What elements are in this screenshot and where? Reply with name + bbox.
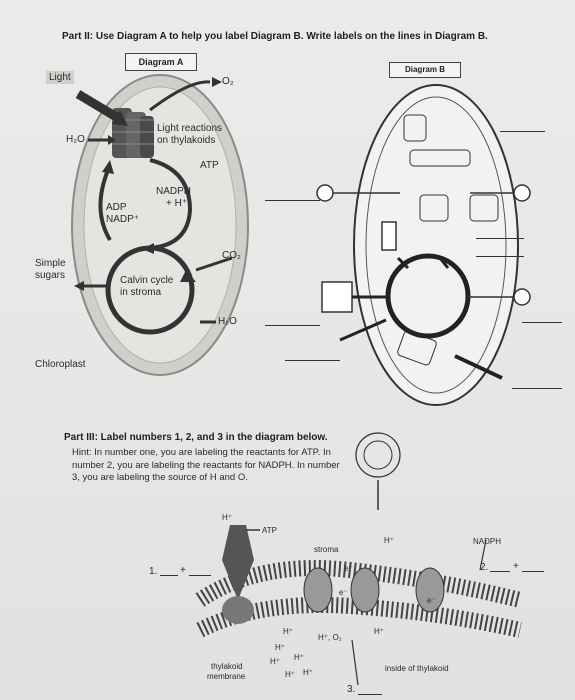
p3-h-c: H⁺ bbox=[270, 657, 280, 666]
p3-num1: 1. bbox=[149, 566, 158, 577]
label-adp: ADP bbox=[106, 202, 127, 213]
blank-p3-1a[interactable] bbox=[160, 575, 178, 576]
atp-arrow bbox=[149, 158, 193, 250]
p3-membrane: membrane bbox=[207, 672, 246, 681]
p3-plus2: + bbox=[513, 561, 519, 572]
blank-b-1[interactable] bbox=[500, 131, 545, 132]
protein-1 bbox=[303, 567, 333, 613]
diagram-a-title: Diagram A bbox=[125, 53, 197, 71]
blank-b-2[interactable] bbox=[265, 200, 320, 201]
blank-b-4[interactable] bbox=[476, 256, 524, 257]
p3-h-top: H⁺ bbox=[222, 513, 232, 522]
p3-h-right: H⁺ bbox=[384, 536, 394, 545]
label-sugars: sugars bbox=[35, 270, 66, 281]
p3-stroma: stroma bbox=[314, 545, 339, 554]
label-light-reactions: Light reactions bbox=[157, 123, 223, 134]
p3-h-e: H⁺ bbox=[285, 670, 295, 679]
p3-nadph: NADPH bbox=[473, 537, 502, 546]
adp-arrow bbox=[98, 169, 112, 242]
box-b-2 bbox=[321, 281, 353, 313]
label-h2o-top: H₂O bbox=[66, 134, 85, 145]
chloroplast-b-inner bbox=[365, 96, 507, 394]
label-o2: O₂ bbox=[222, 76, 234, 87]
protein-3 bbox=[415, 567, 445, 613]
label-atp-a: ATP bbox=[200, 160, 219, 171]
co2-arrow bbox=[195, 256, 233, 272]
line-to-3 bbox=[351, 639, 359, 686]
arrow-b-1 bbox=[396, 256, 410, 270]
label-in-stroma: in stroma bbox=[120, 287, 162, 298]
part3-instruction: Part III: Label numbers 1, 2, and 3 in t… bbox=[64, 432, 328, 443]
light-arrow bbox=[75, 90, 121, 122]
p3-inside-thylakoid: inside of thylakoid bbox=[385, 664, 449, 673]
chloroplast-b-outline bbox=[353, 84, 519, 406]
p3-thylakoid: thylakoid bbox=[211, 662, 243, 671]
arrow-b-5 bbox=[454, 354, 503, 380]
p3-h-d: H⁺ bbox=[294, 653, 304, 662]
label-h-plus-a: + H⁺ bbox=[166, 198, 188, 209]
label-h2o-bottom: H₂O bbox=[218, 316, 237, 327]
arrow-b-4 bbox=[339, 318, 387, 342]
label-light: Light bbox=[46, 71, 74, 84]
label-nadph-a: NADPH bbox=[156, 186, 192, 197]
p3-h-a: H⁺ bbox=[283, 627, 293, 636]
protein-2 bbox=[350, 567, 380, 613]
blank-b-3[interactable] bbox=[476, 238, 524, 239]
p3-h-o2: H⁺, O₂ bbox=[318, 633, 342, 642]
nadph-arrow bbox=[479, 539, 487, 571]
label-simple: Simple bbox=[35, 258, 66, 269]
blank-p3-3[interactable] bbox=[358, 694, 382, 695]
p3-num2: 2. bbox=[480, 562, 489, 573]
membrane-band-bottom bbox=[196, 597, 522, 638]
blank-b-5[interactable] bbox=[265, 325, 320, 326]
part3-hint: Hint: In number one, you are labeling th… bbox=[72, 447, 340, 483]
label-nadp: NADP⁺ bbox=[106, 214, 140, 225]
blank-b-8[interactable] bbox=[512, 388, 562, 389]
atp-synthase-base bbox=[222, 596, 254, 624]
p3-e3: e⁻ bbox=[427, 596, 436, 605]
p3-h-right2: H⁺ bbox=[374, 627, 384, 636]
diagram-b-title: Diagram B bbox=[389, 62, 461, 78]
p3-e1: e⁻ bbox=[344, 564, 353, 573]
label-on-thylakoids: on thylakoids bbox=[157, 135, 216, 146]
p3-plus1: + bbox=[180, 565, 186, 576]
blank-p3-1b[interactable] bbox=[189, 575, 211, 576]
p3-num3: 3. bbox=[347, 684, 356, 695]
arrow-b-2 bbox=[438, 257, 450, 269]
sun-icon bbox=[355, 432, 401, 478]
calvin-cycle-ring bbox=[105, 245, 195, 335]
part2-instruction: Part II: Use Diagram A to help you label… bbox=[62, 31, 488, 42]
atp-synthase bbox=[222, 525, 254, 600]
p3-e2: e⁻ bbox=[339, 588, 348, 597]
p3-h-b: H⁺ bbox=[275, 643, 285, 652]
box-b-1 bbox=[381, 221, 397, 251]
o2-arrow bbox=[149, 80, 211, 112]
blank-p3-2b[interactable] bbox=[522, 571, 544, 572]
p3-h-f: H⁺ bbox=[303, 668, 313, 677]
label-calvin-cycle: Calvin cycle bbox=[120, 275, 174, 286]
blank-b-6[interactable] bbox=[285, 360, 340, 361]
blank-b-7[interactable] bbox=[522, 322, 562, 323]
p3-atp: ATP bbox=[262, 526, 277, 535]
label-co2: CO₂ bbox=[222, 250, 241, 261]
blank-p3-2a[interactable] bbox=[490, 571, 510, 572]
label-chloroplast: Chloroplast bbox=[35, 359, 86, 370]
